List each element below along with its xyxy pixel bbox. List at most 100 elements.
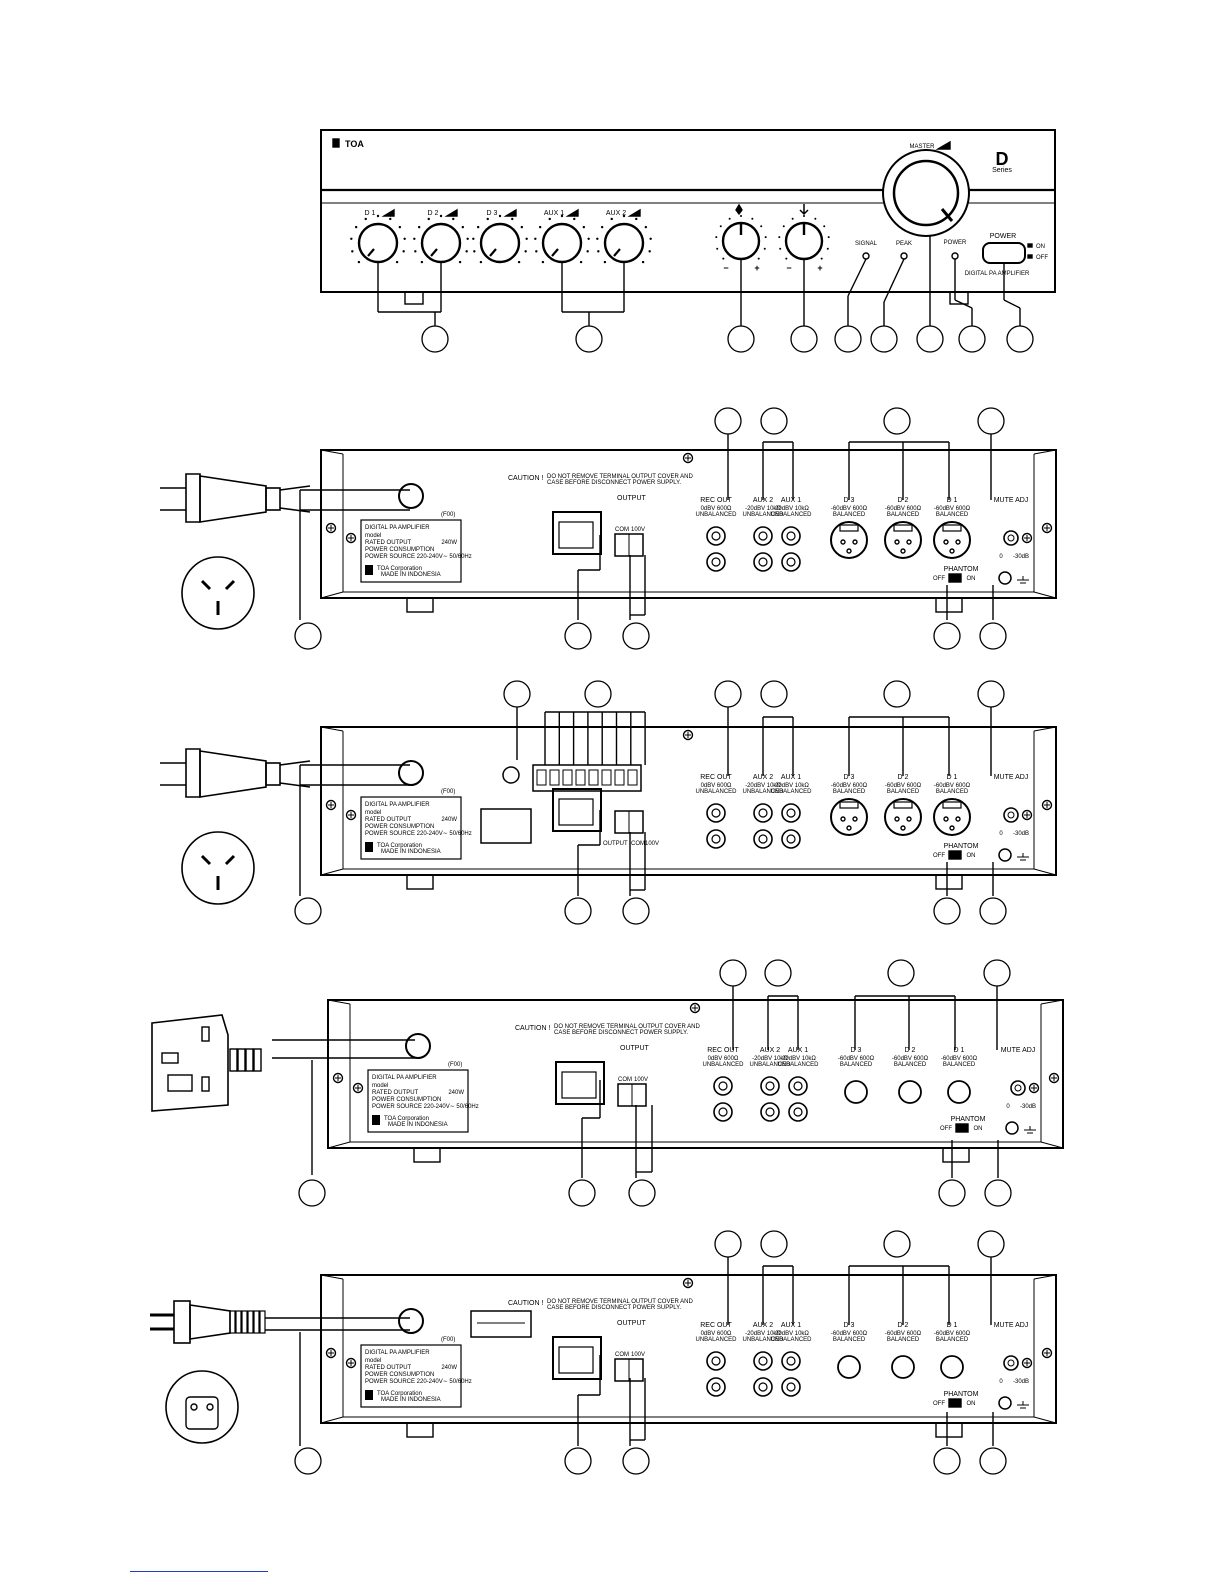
callout-circle: [933, 897, 961, 925]
scale-dot: [644, 225, 648, 229]
mute-adj-trimmer: [1003, 530, 1019, 546]
d-input-label: D 1: [954, 1047, 965, 1054]
mute-scale-min: -30dB: [1013, 831, 1029, 837]
rear-foot-right: [935, 597, 963, 613]
fuse-label: (F00): [441, 512, 455, 518]
d-input-spec-2: BALANCED: [887, 1337, 920, 1343]
mute-scale-zero: 0: [999, 1379, 1003, 1385]
callout-circle: [977, 407, 1005, 435]
rca-jack: [781, 526, 801, 546]
rca-jack-core: [786, 834, 796, 844]
rear-foot-left: [413, 1147, 441, 1163]
scale-dot: [764, 236, 767, 239]
rca-jack-core: [758, 1382, 768, 1392]
rca-jack-core: [718, 1107, 728, 1117]
phone-jack-input: [940, 1355, 964, 1379]
d-input-label: D 3: [851, 1047, 862, 1054]
xlr-pin: [840, 539, 846, 545]
minus-sign: −: [786, 263, 791, 273]
phone-jack-input: [837, 1355, 861, 1379]
rec-out-label: REC OUT: [700, 497, 732, 504]
xlr-pin: [900, 548, 906, 554]
rca-jack-core: [758, 834, 768, 844]
d-input-label: D 1: [947, 774, 958, 781]
callout-circle: [883, 680, 911, 708]
callout-circle: [584, 680, 612, 708]
d-input-label: D 1: [947, 1322, 958, 1329]
plug-pin: [160, 762, 186, 786]
d-input-label: D 3: [844, 497, 855, 504]
xlr-input-connector: [884, 521, 922, 559]
xlr-latch: [839, 524, 859, 532]
extra-label-box: [480, 808, 532, 844]
mute-scale-zero: 0: [1006, 1104, 1010, 1110]
output-label: OUTPUT: [617, 495, 647, 502]
phantom-switch: [955, 1123, 969, 1133]
aux2-spec-2: UNBALANCED: [742, 512, 784, 518]
phantom-on-label: ON: [974, 1126, 983, 1132]
callout-circle: [977, 1230, 1005, 1258]
d-input-spec-1: -60dBV 600Ω: [838, 1056, 875, 1062]
mute-adj-label: MUTE ADJ: [994, 497, 1029, 504]
rca-jack-core: [711, 1356, 721, 1366]
rating-corp: TOA Corporation: [384, 1116, 429, 1122]
rec-out-label: REC OUT: [707, 1047, 739, 1054]
rating-model: model: [365, 1358, 381, 1364]
master-label: MASTER: [909, 144, 935, 150]
rating-rated: RATED OUTPUT: [365, 817, 412, 823]
trimmer-core: [1007, 534, 1015, 542]
regulatory-plate: [470, 1310, 532, 1338]
rating-label-plate: [360, 1344, 462, 1408]
scale-dot: [452, 217, 455, 221]
signal-label: SIGNAL: [855, 241, 878, 247]
rear-inner-bevel: [342, 454, 1035, 593]
mute-adj-trimmer: [1010, 1080, 1026, 1096]
callout-circle: [933, 1447, 961, 1475]
rca-jack: [706, 526, 726, 546]
aux2-label: AUX 2: [753, 1322, 773, 1329]
d-input-label: D 2: [905, 1047, 916, 1054]
callout-circle: [760, 1230, 788, 1258]
rca-jack: [788, 1102, 808, 1122]
power-led-label: POWER: [944, 240, 967, 246]
d-input-label: D 2: [898, 497, 909, 504]
output-label: OUTPUT: [603, 841, 628, 847]
toa-logo-mark: [365, 565, 373, 575]
rating-consumption: POWER CONSUMPTION: [365, 824, 434, 830]
scale-dot: [472, 237, 475, 240]
d-input-spec-1: -60dBV 600Ω: [892, 1056, 929, 1062]
rca-jack: [706, 829, 726, 849]
socket-slot: [200, 854, 236, 866]
scale-dot: [466, 237, 469, 240]
rating-rated-value: 240W: [448, 1090, 464, 1096]
minus-sign: −: [723, 263, 728, 273]
plug-pin: [201, 1076, 210, 1092]
plug-strain-relief: [235, 1310, 242, 1334]
callout-circle: [575, 325, 603, 353]
mute-scale-zero: 0: [999, 554, 1003, 560]
fuse-label: (F00): [441, 789, 455, 795]
volume-wedge-icon: [503, 208, 517, 217]
scale-dot: [648, 250, 651, 253]
plug-strain-relief: [237, 1048, 246, 1072]
callout-circle: [979, 1447, 1007, 1475]
front-foot-right: [949, 291, 969, 305]
phantom-switch: [948, 1398, 962, 1408]
scale-dot: [586, 250, 589, 253]
d-input-spec-2: BALANCED: [936, 512, 969, 518]
screw-icon: [1041, 1347, 1053, 1359]
d-input-label: D 3: [844, 1322, 855, 1329]
scale-dot: [814, 217, 817, 220]
scale-dot: [511, 217, 514, 221]
d-input-spec-2: BALANCED: [840, 1062, 873, 1068]
scale-dot: [597, 250, 600, 253]
rating-corp: TOA Corporation: [377, 1391, 422, 1397]
leader-line: [883, 258, 905, 303]
scale-dot: [610, 217, 613, 221]
screw-icon: [345, 532, 357, 544]
caution-line-2: CASE BEFORE DISCONNECT POWER SUPPLY.: [547, 1305, 681, 1311]
aux1-spec-1: -20dBV 10kΩ: [773, 783, 809, 789]
screw-icon: [1048, 1072, 1060, 1084]
plug-strain-relief: [265, 762, 281, 786]
callout-circle: [933, 622, 961, 650]
